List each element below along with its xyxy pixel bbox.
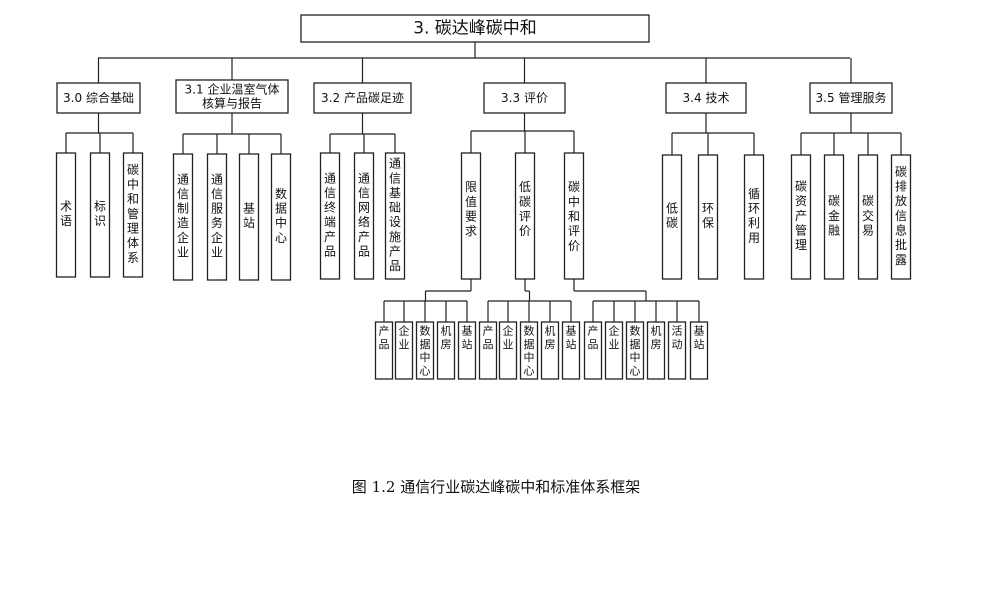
leaf-node-2-5-label: 基站: [694, 324, 705, 350]
subcategory-node-5-0: 碳资产管理: [790, 154, 812, 280]
subcategory-node-0-0: 术语: [55, 152, 77, 278]
leaf-node-0-0-label: 产品: [379, 323, 390, 350]
leaf-node-0-2: 数据中心: [415, 321, 435, 380]
subcategory-node-0-2-label: 碳中和管理体系: [127, 163, 139, 265]
subcategory-node-4-2-label: 循环利用: [748, 187, 760, 245]
leaf-node-1-4-label: 基站: [566, 324, 577, 350]
subcategory-node-2-1: 通信网络产品: [353, 152, 375, 280]
root-node-label: 3. 碳达峰碳中和: [413, 19, 537, 39]
leaf-node-1-1: 企业: [498, 321, 518, 380]
subcategory-node-1-3-label: 数据中心: [275, 186, 287, 245]
leaf-node-0-4-label: 基站: [462, 324, 473, 350]
leaf-node-1-0: 产品: [478, 321, 498, 380]
category-node-2: 3.2 产品碳足迹: [313, 82, 412, 114]
subcategory-node-3-1: 低碳评价: [514, 152, 536, 280]
subcategory-node-5-2: 碳交易: [857, 154, 879, 280]
subcategory-node-5-3-label: 碳排放信息批露: [895, 165, 907, 267]
leaf-node-1-2-label: 数据中心: [524, 324, 535, 377]
leaf-node-1-0-label: 产品: [483, 323, 494, 350]
leaf-node-0-0: 产品: [374, 321, 394, 380]
root-node: 3. 碳达峰碳中和: [300, 14, 650, 43]
subcategory-node-3-2-label: 碳中和评价: [568, 180, 580, 253]
leaf-node-1-3: 机房: [540, 321, 560, 380]
leaf-node-0-3: 机房: [436, 321, 456, 380]
subcategory-node-3-1-label: 低碳评价: [519, 180, 531, 238]
category-node-4-label: 3.4 技术: [683, 91, 730, 105]
subcategory-node-2-0: 通信终端产品: [319, 152, 341, 280]
subcategory-node-1-0-label: 通信制造企业: [177, 172, 189, 259]
subcategory-node-1-1: 通信服务企业: [206, 153, 228, 281]
leaf-node-2-5: 基站: [689, 321, 709, 380]
category-node-5: 3.5 管理服务: [809, 82, 893, 114]
subcategory-node-1-2: 基站: [238, 153, 260, 281]
subcategory-node-5-3: 碳排放信息批露: [890, 154, 912, 280]
leaf-node-0-2-label: 数据中心: [420, 324, 431, 377]
leaf-node-2-1-label: 企业: [609, 323, 620, 350]
subcategory-node-4-2: 循环利用: [743, 154, 765, 280]
category-node-0-label: 3.0 综合基础: [63, 90, 134, 105]
leaf-node-0-1-label: 企业: [399, 323, 410, 350]
subcategory-node-0-2: 碳中和管理体系: [122, 152, 144, 278]
subcategory-node-0-0-label: 术语: [60, 200, 72, 229]
subcategory-node-1-2-label: 基站: [243, 202, 255, 231]
leaf-node-2-0-label: 产品: [588, 323, 599, 350]
figure-caption: 图 1.2 通信行业碳达峰碳中和标准体系框架: [351, 478, 641, 496]
leaf-node-2-0: 产品: [583, 321, 603, 380]
subcategory-node-1-0: 通信制造企业: [172, 153, 194, 281]
leaf-node-1-4: 基站: [561, 321, 581, 380]
leaf-node-2-4: 活动: [667, 321, 687, 380]
subcategory-node-3-0-label: 限值要求: [465, 180, 477, 238]
subcategory-node-5-1-label: 碳金融: [828, 194, 840, 237]
subcategory-node-2-1-label: 通信网络产品: [358, 171, 370, 258]
subcategory-node-0-1-label: 标识: [94, 200, 106, 229]
subcategory-node-0-1: 标识: [89, 152, 111, 278]
leaf-node-2-2: 数据中心: [625, 321, 645, 380]
leaf-node-2-3-label: 机房: [651, 323, 662, 350]
leaf-node-1-1-label: 企业: [503, 323, 514, 350]
subcategory-node-5-0-label: 碳资产管理: [795, 180, 807, 253]
subcategory-node-1-1-label: 通信服务企业: [211, 172, 223, 259]
category-node-1-label: 核算与报告: [202, 96, 262, 111]
subcategory-node-2-2: 通信基础设施产品: [384, 152, 406, 280]
category-node-1-label: 3.1 企业温室气体: [185, 81, 280, 96]
leaf-node-2-3: 机房: [646, 321, 666, 380]
leaf-node-1-2: 数据中心: [519, 321, 539, 380]
leaf-node-1-3-label: 机房: [545, 323, 556, 350]
subcategory-node-3-0: 限值要求: [460, 152, 482, 280]
subcategory-node-2-2-label: 通信基础设施产品: [389, 157, 401, 273]
subcategory-node-5-2-label: 碳交易: [862, 194, 874, 237]
category-node-2-label: 3.2 产品碳足迹: [321, 91, 404, 105]
subcategory-node-4-0-label: 低碳: [666, 202, 678, 231]
category-node-4: 3.4 技术: [665, 82, 747, 114]
subcategory-node-5-1: 碳金融: [823, 154, 845, 280]
leaf-node-2-2-label: 数据中心: [630, 324, 641, 377]
subcategory-node-1-3: 数据中心: [270, 153, 292, 281]
leaf-node-2-1: 企业: [604, 321, 624, 380]
subcategory-node-2-0-label: 通信终端产品: [324, 171, 336, 258]
category-node-5-label: 3.5 管理服务: [816, 90, 887, 105]
subcategory-node-4-0: 低碳: [661, 154, 683, 280]
subcategory-node-3-2: 碳中和评价: [563, 152, 585, 280]
subcategory-node-4-1: 环保: [697, 154, 719, 280]
leaf-node-2-4-label: 活动: [672, 324, 683, 350]
subcategory-node-4-1-label: 环保: [702, 202, 714, 231]
category-node-3-label: 3.3 评价: [501, 91, 548, 105]
leaf-node-0-3-label: 机房: [441, 323, 452, 350]
category-node-3: 3.3 评价: [483, 82, 566, 114]
leaf-node-0-4: 基站: [457, 321, 477, 380]
category-node-0: 3.0 综合基础: [56, 82, 141, 114]
leaf-node-0-1: 企业: [394, 321, 414, 380]
tree-connectors: [65, 42, 902, 322]
